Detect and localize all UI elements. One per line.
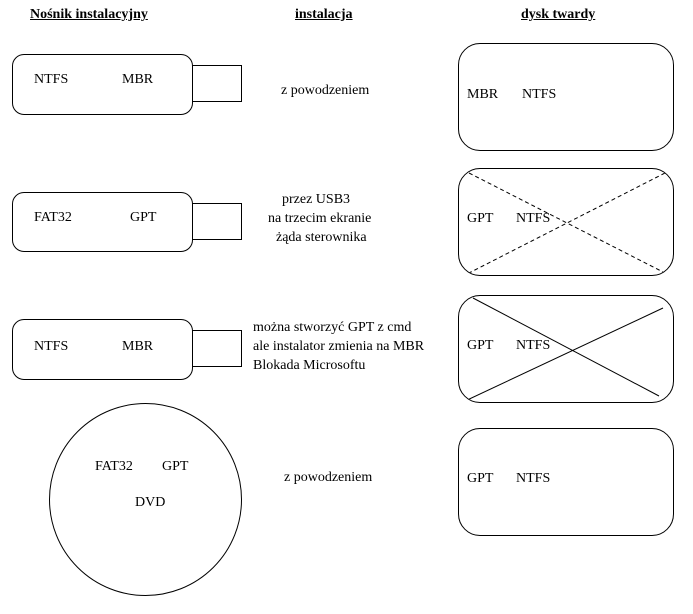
install-note-line: ale instalator zmienia na MBR [253, 339, 425, 354]
usb-partition-table-label: MBR [122, 72, 154, 87]
dvd-type-label: DVD [135, 495, 166, 510]
usb-plug [192, 203, 242, 240]
disk-filesystem-label: NTFS [516, 338, 551, 353]
install-note-row1: z powodzeniem [281, 81, 369, 100]
usb-body [12, 54, 193, 115]
install-note-row4: z powodzeniem [284, 468, 372, 487]
install-note-line: żąda sterownika [276, 230, 367, 245]
header-installation-medium: Nośnik instalacyjny [30, 7, 148, 22]
usb-filesystem-label: NTFS [34, 339, 69, 354]
disk-filesystem-label: NTFS [522, 87, 557, 102]
hard-disk-row1: MBR NTFS [458, 43, 674, 151]
dvd-disc: FAT32 GPT DVD [49, 403, 242, 596]
disk-partition-table-label: MBR [467, 87, 499, 102]
header-installation: instalacja [295, 7, 353, 22]
disk-partition-table-label: GPT [467, 471, 494, 486]
install-note-row2: przez USB3 na trzecim ekranie żąda stero… [268, 190, 371, 247]
usb-body [12, 192, 193, 252]
header-hard-disk: dysk twardy [521, 7, 596, 22]
usb-filesystem-label: NTFS [34, 72, 69, 87]
install-note-line: można stworzyć GPT z cmd [253, 320, 412, 335]
install-note-line: z powodzeniem [284, 470, 373, 485]
usb-plug [192, 65, 242, 102]
install-note-line: Blokada Microsoftu [253, 358, 366, 373]
install-note-line: na trzecim ekranie [268, 211, 372, 226]
disk-partition-table-label: GPT [467, 338, 494, 353]
hard-disk-row3: GPT NTFS [458, 295, 674, 403]
hard-disk-row2: GPT NTFS [458, 168, 674, 276]
usb-partition-table-label: GPT [130, 210, 157, 225]
dvd-filesystem-label: FAT32 [95, 459, 133, 474]
install-note-row3: można stworzyć GPT z cmd ale instalator … [253, 318, 424, 375]
usb-partition-table-label: MBR [122, 339, 154, 354]
dvd-partition-table-label: GPT [162, 459, 189, 474]
install-note-line: przez USB3 [282, 192, 351, 207]
install-note-line: z powodzeniem [281, 83, 370, 98]
usb-plug [192, 330, 242, 367]
cross-out-mark-dashed [468, 172, 666, 274]
usb-filesystem-label: FAT32 [34, 210, 72, 225]
disk-filesystem-label: NTFS [516, 211, 551, 226]
hard-disk-row4: GPT NTFS [458, 428, 674, 536]
disk-partition-table-label: GPT [467, 211, 494, 226]
cross-out-mark-solid [462, 297, 664, 402]
disk-filesystem-label: NTFS [516, 471, 551, 486]
